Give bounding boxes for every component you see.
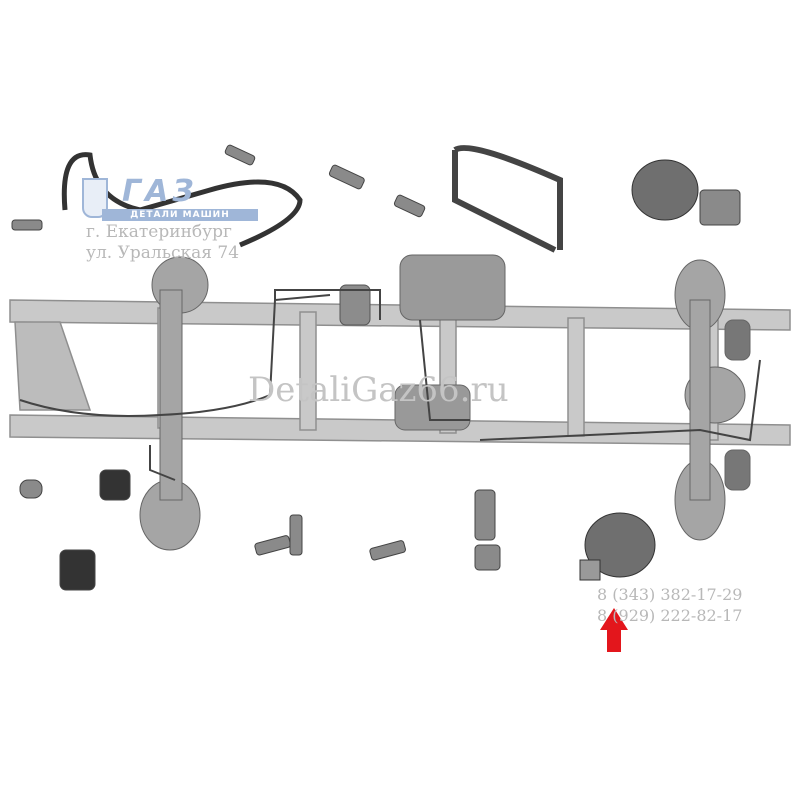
air-tank <box>339 254 506 431</box>
watermark-street: ул. Уральская 74 <box>86 243 240 263</box>
brake-hose <box>61 152 303 248</box>
watermark-site: DetaliGaz66.ru <box>248 370 509 410</box>
bracket <box>452 145 563 253</box>
logo: ГАЗ ДЕТАЛИ МАШИН <box>82 174 258 222</box>
front-axle <box>139 256 209 551</box>
highlight-arrow <box>600 608 628 652</box>
watermark-phone-2: 8 (929) 222-82-17 <box>597 606 743 625</box>
logo-tagline: ДЕТАЛИ МАШИН <box>102 209 258 221</box>
brake-chamber <box>579 159 699 581</box>
logo-brand: ГАЗ <box>122 174 198 209</box>
rear-axle <box>674 259 751 541</box>
fittings <box>11 144 741 591</box>
brake-lines <box>19 289 761 481</box>
watermark-city: г. Екатеринбург <box>86 222 232 242</box>
watermark-phone-1: 8 (343) 382-17-29 <box>597 585 743 604</box>
